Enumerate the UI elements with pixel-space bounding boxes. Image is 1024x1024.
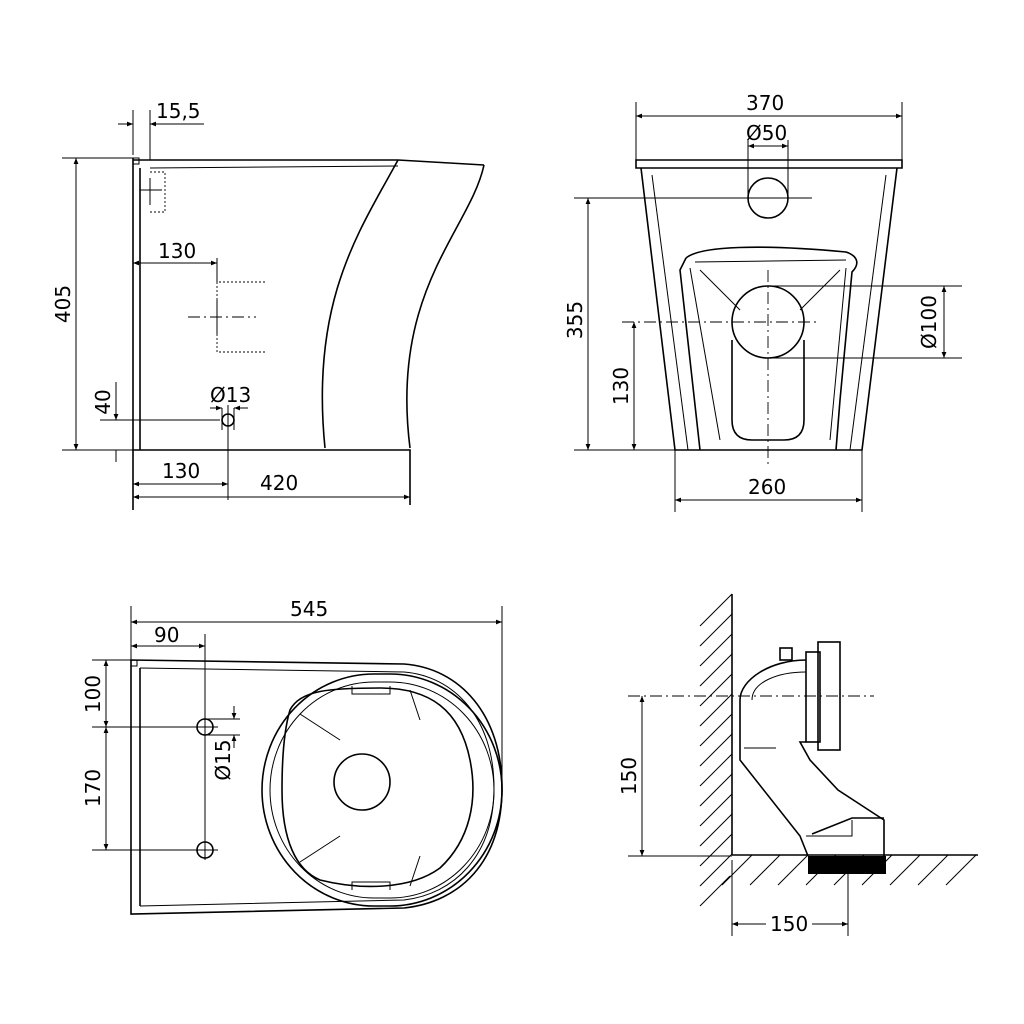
install-pan-connector <box>628 641 886 874</box>
install-view-dimensions: 150 150 <box>617 696 849 936</box>
front-view-dimensions: 370 Ø50 355 130 Ø100 260 <box>563 91 962 512</box>
dim-top-hole-dia: Ø15 <box>211 739 235 780</box>
dim-side-supply-height: 40 <box>91 389 115 414</box>
dim-top-length: 545 <box>290 597 328 621</box>
dim-side-depth: 420 <box>260 471 298 495</box>
dim-front-base-width: 260 <box>748 475 786 499</box>
dim-side-top-offset: 15,5 <box>156 99 201 123</box>
dim-top-hole-y: 100 <box>81 675 105 713</box>
dim-side-supply-dia: Ø13 <box>210 383 251 407</box>
dim-front-inlet-dia: Ø50 <box>746 121 787 145</box>
top-view-dimensions: 545 90 100 170 Ø15 <box>81 597 503 860</box>
side-view-dimensions: 15,5 405 130 40 Ø13 130 <box>51 99 410 500</box>
dim-side-inlet-height: 130 <box>158 239 196 263</box>
install-view: 150 150 <box>617 593 978 936</box>
dim-front-outlet-dia: Ø100 <box>917 295 941 349</box>
front-view: 370 Ø50 355 130 Ø100 260 <box>563 91 962 512</box>
dim-install-wall-offset: 150 <box>770 912 808 936</box>
side-view: 15,5 405 130 40 Ø13 130 <box>51 99 485 510</box>
top-view-outline <box>130 659 503 915</box>
dim-top-hole-spacing: 170 <box>81 769 105 807</box>
dim-front-width: 370 <box>746 91 784 115</box>
dim-front-outlet-height: 130 <box>609 367 633 405</box>
dim-top-hole-x: 90 <box>154 623 179 647</box>
front-view-outline <box>622 159 903 465</box>
dim-front-height: 355 <box>563 301 587 339</box>
side-view-outline <box>132 157 485 510</box>
dim-side-height: 405 <box>51 285 75 323</box>
dim-install-outlet-height: 150 <box>617 757 641 795</box>
top-view: 545 90 100 170 Ø15 <box>81 597 503 915</box>
dim-side-supply-x: 130 <box>162 459 200 483</box>
